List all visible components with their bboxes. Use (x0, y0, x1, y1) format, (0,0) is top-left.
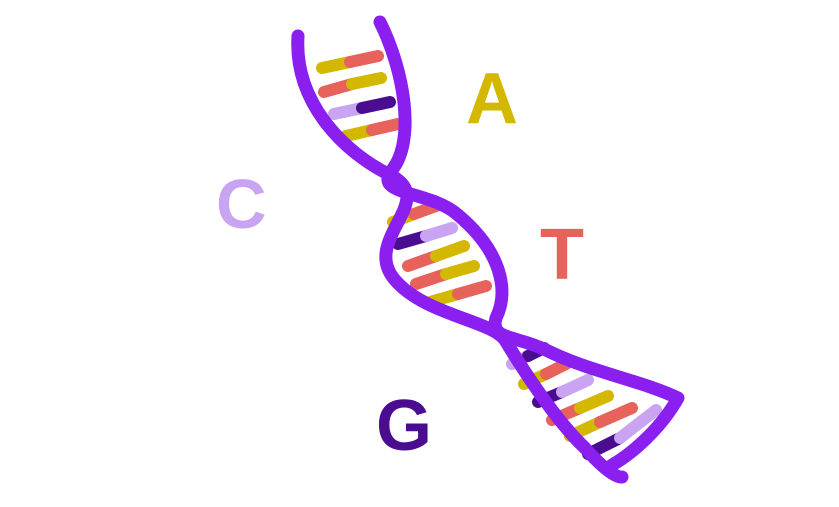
base-pair (340, 118, 404, 142)
backbone-strand-right (373, 15, 685, 472)
backbone (291, 15, 685, 484)
nucleotide-letter-t: T (540, 215, 584, 295)
backbone-strand-left (291, 29, 629, 484)
base-pair (424, 280, 492, 308)
base-pairs (316, 50, 662, 460)
nucleotide-letter-c: C (216, 165, 267, 243)
base-pair (328, 96, 396, 120)
base-pair (410, 260, 480, 290)
nucleotide-letter-g: G (376, 386, 433, 466)
base-pair (402, 240, 470, 272)
base-pair (316, 50, 384, 74)
nucleotide-letter-a: A (466, 59, 518, 139)
base-pair (318, 72, 387, 98)
base-pair (392, 222, 458, 250)
